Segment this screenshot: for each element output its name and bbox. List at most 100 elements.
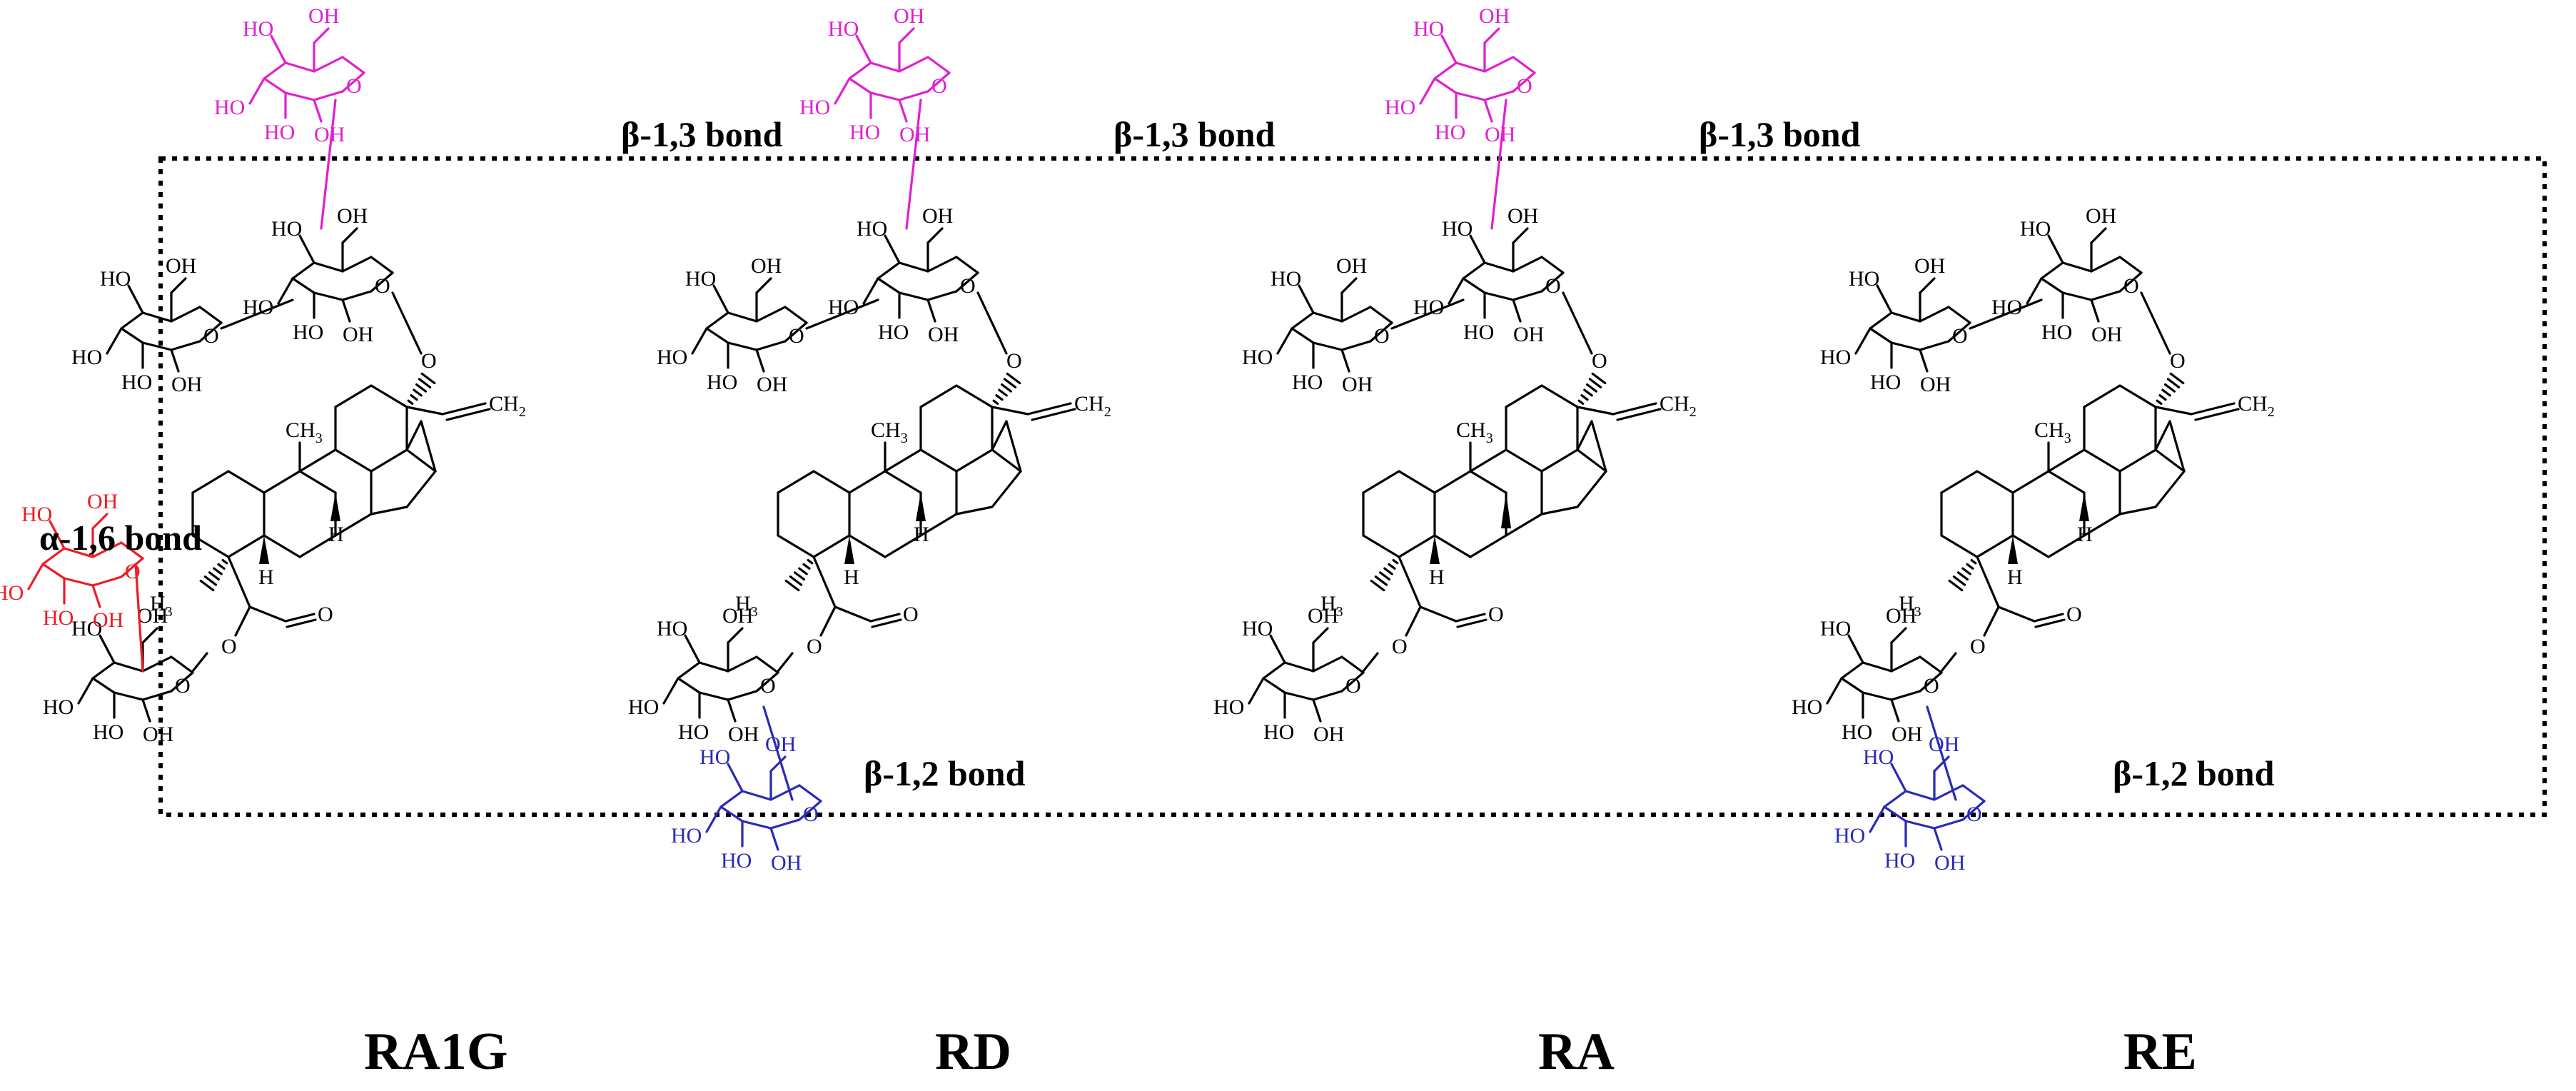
molecule-rd-c13-glucose-ring-bond: [877, 277, 901, 294]
glycosidic-bond: [1940, 652, 1957, 673]
ester-oxygen: O: [1392, 635, 1408, 658]
molecule-ra1g-inner-glucose-ring-bond: [141, 311, 173, 323]
ring-b-bond: [1469, 470, 1507, 494]
molecule-rd-beta13-glucose-ch2oh-bond: [898, 27, 915, 44]
molecule-rd-beta12-glucose-oh-6: OH: [765, 733, 796, 756]
rd-beta12-label: β-1,2 bond: [864, 753, 1026, 793]
ring-d-bond: [334, 384, 373, 408]
molecule-ra-c13-glucose-oh-3: HO: [1413, 296, 1444, 319]
h3c-label: H3: [735, 592, 758, 620]
molecule-rd-beta13-glucose-oh-bond: [834, 77, 851, 105]
c13-hashed-bond: [1000, 383, 1013, 393]
glycosidic-bond: [905, 99, 922, 230]
molecule-re-beta12-glucose-ring-oxygen: O: [1966, 803, 1982, 826]
methyl-hashed-bond: [1379, 571, 1390, 581]
molecule-ra-ester-glucose-ring-bond: [1312, 655, 1343, 673]
ring-d-bond: [370, 448, 408, 473]
molecule-ra-c13-glucose-oh-bond: [1469, 234, 1486, 264]
ester-oxygen: O: [221, 635, 237, 658]
molecule-ra1g-beta13-glucose-oh-bond: [248, 77, 266, 105]
molecule-re-beta12-glucose-oh-bond: [1933, 827, 1943, 851]
molecule-ra1g-c13-glucose-oh-3: HO: [243, 296, 273, 319]
glycosidic-bond: [1490, 99, 1507, 230]
ring-d-bond: [2118, 448, 2157, 473]
molecule-re-ester-glucose-ring-bond: [1862, 691, 1893, 701]
molecule-re-ester-glucose-oh-4: HO: [1820, 617, 1851, 640]
c13-hashed-bond: [407, 399, 414, 406]
glycosidic-bond: [320, 99, 337, 230]
c13-hashed-bond: [1577, 399, 1585, 406]
methyl-hashed-bond: [199, 579, 215, 592]
exo-methylene-bond: [1576, 406, 1615, 416]
ring-c-bond: [1505, 448, 1543, 473]
molecule-ra-ester-glucose-ring-bond: [1262, 677, 1286, 694]
methyl-hashed-bond: [1952, 575, 1966, 586]
molecule-rd-c13-glucose-oh-2: HO: [878, 321, 909, 344]
molecule-re-c13-glucose-ring-bond: [2118, 256, 2143, 274]
ring-c-bond: [334, 448, 373, 473]
molecule-ra-beta13-glucose-ring-bond: [1512, 71, 1536, 93]
ring-b-bond: [1433, 470, 1472, 494]
molecule-rd-c13-glucose-ring-bond: [926, 290, 958, 301]
exo-methylene-bond: [991, 406, 1029, 416]
ring-d-bond: [1540, 448, 1579, 473]
molecule-ra-c13-glucose-oh-2: HO: [1463, 321, 1494, 344]
molecule-re-beta12-glucose-oh-2: HO: [1884, 849, 1915, 873]
exo-methylene-bond: [1616, 408, 1662, 421]
rd-beta13-label: β-1,3 bond: [1113, 114, 1276, 154]
molecule-ra1g-inner-glucose-ring-bond: [170, 306, 201, 323]
molecule-re-ester-glucose-oh-2b: OH: [1891, 723, 1922, 746]
molecule-ra1g-inner-glucose-ch2oh-bond: [170, 277, 187, 294]
bridge-bond: [991, 420, 1008, 451]
molecule-ra-inner-glucose-oh-2b: OH: [1342, 373, 1373, 396]
ring-d-bond: [2083, 384, 2121, 408]
molecule-rd-inner-glucose-ring-bond: [705, 311, 729, 330]
molecule-re-beta12-glucose-ring-bond: [1904, 820, 1936, 830]
ring-b-bond: [1469, 534, 1507, 558]
carbonyl-bond: [2034, 618, 2066, 628]
molecule-ra1g-ester-glucose-ring-oxygen: O: [175, 674, 191, 698]
molecule-ra1g-ester-glucose-ring-bond: [141, 690, 173, 701]
molecule-ra1g-ester-glucose-ring-bond: [113, 661, 144, 673]
molecule-ra-c13-glucose-ring-bond: [1512, 290, 1543, 301]
molecule-rd-beta12-glucose-oh-bond: [727, 763, 744, 793]
glycosidic-bond: [391, 291, 423, 355]
ch2-label: CH2: [2238, 392, 2275, 420]
molecule-re-beta12-glucose-ring-bond: [1933, 784, 1964, 801]
carbonyl-bond: [871, 618, 902, 628]
ring-a-bond: [1398, 470, 1436, 494]
compound-label-rd: RD: [935, 1022, 1011, 1081]
molecule-rd-inner-glucose-oh-bond: [755, 348, 765, 373]
molecule-ra-beta13-glucose-oh-3: HO: [1385, 96, 1415, 119]
carbonyl-bond: [1455, 613, 1486, 623]
molecule-re-beta12-glucose-ring-bond: [1961, 800, 1986, 821]
compound-label-ra: RA: [1538, 1022, 1615, 1081]
ring-a-bond: [812, 534, 851, 558]
molecule-rd-inner-glucose-ch2oh-bond: [755, 277, 772, 294]
molecule-rd-c13-glucose-oh-3: HO: [828, 296, 859, 319]
molecule-re-c13-glucose-oh-bond: [2047, 234, 2064, 264]
molecule-re-ester-glucose-ring-oxygen: O: [1924, 674, 1939, 698]
molecule-ra1g-alpha16-glucose-ring-bond: [120, 557, 144, 578]
ester-o-bond: [234, 605, 251, 637]
ring-b-bond: [263, 534, 301, 558]
molecule-re-beta12-glucose-oh-2b: OH: [1934, 851, 1965, 875]
h-label: H: [1429, 565, 1445, 589]
molecule-rd-beta13-glucose-oh-4: HO: [828, 17, 859, 41]
molecule-re-beta12-glucose-ring-bond: [1883, 790, 1907, 808]
molecule-ra-ester-glucose-oh-bond: [1312, 698, 1322, 723]
molecule-ra1g-alpha16-glucose-ring-bond: [41, 563, 66, 580]
molecule-ra1g-alpha16-glucose-ch2oh-bond: [91, 513, 108, 530]
methyl-hashed-bond: [1966, 563, 1974, 570]
molecule-ra-c13-glucose-oh-6: OH: [1507, 204, 1538, 228]
methyl-wedge: [1501, 493, 1511, 528]
molecule-ra1g-inner-glucose-oh-6: OH: [166, 254, 196, 278]
molecule-ra1g-beta13-glucose-ring-bond: [284, 91, 315, 101]
molecule-rd-beta13-glucose-ring-bond: [869, 91, 901, 101]
methyl-hashed-bond: [1374, 575, 1388, 586]
molecule-re-inner-glucose-ring-bond: [1890, 311, 1921, 323]
molecule-re-c13-glucose-ring-bond: [2061, 261, 2093, 273]
glycosidic-bond: [762, 705, 794, 801]
ring-b-bond: [2011, 534, 2050, 558]
molecule-ra1g-ester-glucose-oh-bond: [99, 634, 116, 664]
